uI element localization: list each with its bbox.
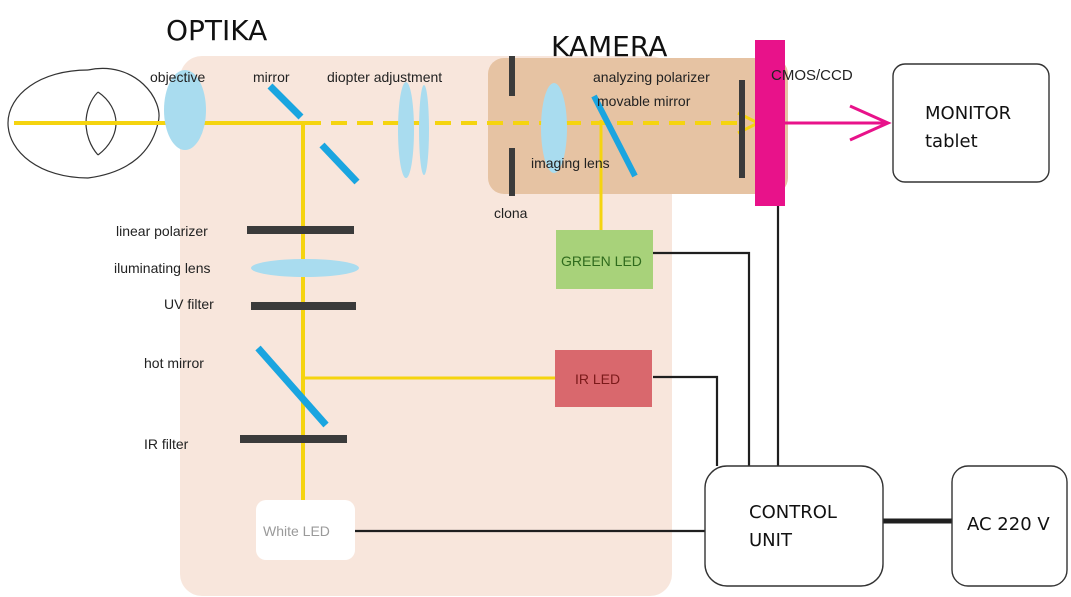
control-wires — [355, 206, 780, 533]
optika-title: OPTIKA — [166, 14, 267, 47]
cmos-label: CMOS/CCD — [771, 67, 853, 84]
clona-bar-bottom — [509, 148, 515, 196]
diopter-lens-1 — [398, 82, 414, 178]
monitor-label-1: MONITOR — [925, 103, 1011, 124]
kamera-title: KAMERA — [551, 30, 667, 63]
cmos-sensor — [755, 40, 785, 206]
diopter-label: diopter adjustment — [327, 69, 442, 85]
ir-filter-label: IR filter — [144, 436, 189, 452]
movable-mirror — [591, 94, 638, 178]
clona-label: clona — [494, 205, 528, 221]
ir-filter — [240, 435, 347, 443]
diopter-lens-2 — [419, 85, 429, 175]
green-led-label: GREEN LED — [561, 253, 642, 269]
control-unit-label-2: UNIT — [749, 530, 793, 551]
linear-polarizer-label: linear polarizer — [116, 223, 208, 239]
clona-bar-top — [509, 56, 515, 96]
ac-power-label: AC 220 V — [967, 514, 1050, 535]
output-arrow-head — [849, 104, 892, 142]
white-led-box — [256, 500, 355, 560]
objective-lens — [164, 70, 206, 150]
imaging-lens — [541, 83, 567, 173]
white-led-label: White LED — [263, 523, 330, 539]
illuminating-lens-label: iluminating lens — [114, 260, 211, 276]
mirror-label: mirror — [253, 69, 290, 85]
ir-led-label: IR LED — [575, 371, 620, 387]
uv-filter — [251, 302, 356, 310]
imaging-lens-label: imaging lens — [531, 155, 610, 171]
analyzing-polarizer — [739, 80, 745, 178]
linear-polarizer — [247, 226, 354, 234]
illuminating-lens — [251, 259, 359, 277]
hot-mirror — [255, 345, 329, 428]
movable-mirror-label: movable mirror — [597, 93, 691, 109]
monitor-box — [892, 63, 1050, 183]
control-unit-box — [704, 465, 884, 587]
hot-mirror-label: hot mirror — [144, 355, 204, 371]
ac-power-box — [951, 465, 1068, 587]
green-led-box — [556, 230, 653, 289]
control-unit-label-1: CONTROL — [749, 502, 837, 523]
objective-label: objective — [150, 69, 205, 85]
mirror — [267, 83, 304, 120]
monitor-label-2: tablet — [925, 131, 978, 152]
analyzing-polarizer-label: analyzing polarizer — [593, 69, 710, 85]
diopter-mirror — [319, 142, 360, 185]
ir-led-box — [555, 350, 652, 407]
uv-filter-label: UV filter — [164, 296, 214, 312]
